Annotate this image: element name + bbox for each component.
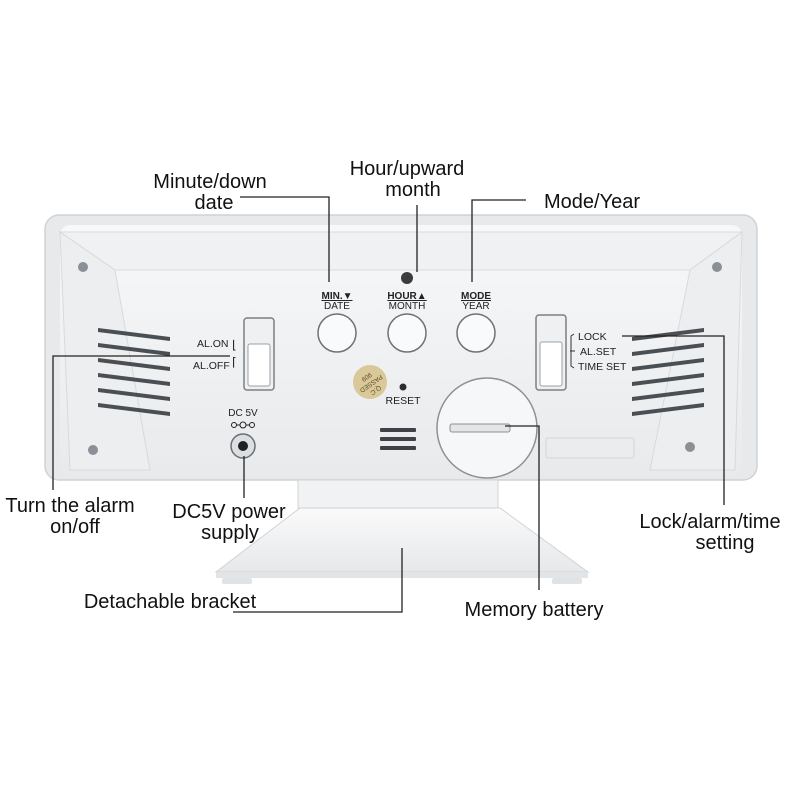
battery-cover[interactable] xyxy=(436,377,538,479)
bracket-glyph: ⌊ xyxy=(232,338,237,352)
alarm-slide-switch[interactable] xyxy=(243,317,275,391)
lock-label: LOCK xyxy=(578,331,607,343)
hour-month-button[interactable] xyxy=(387,313,427,353)
callout-minute-down-date: Minute/down date xyxy=(153,171,266,214)
callout-dc5v-supply: DC5V power supply xyxy=(172,501,286,544)
callout-minute-down-date-line2: date xyxy=(195,192,234,214)
center-vent xyxy=(380,428,416,450)
dc-polarity-icon xyxy=(231,421,255,429)
screw-icon xyxy=(712,262,722,272)
screw-icon xyxy=(401,272,413,284)
reset-button[interactable] xyxy=(399,383,407,391)
callout-mode-year: Mode/Year xyxy=(544,191,640,213)
callout-hour-upward-month-line1: Hour/upward xyxy=(350,158,465,180)
callout-memory-battery: Memory battery xyxy=(465,599,604,621)
bracket-glyph: ⌈ xyxy=(232,355,237,369)
qc-sticker: Q.C PASSED 909 xyxy=(353,365,387,399)
alset-label: AL.SET xyxy=(580,346,617,358)
timeset-label: TIME SET xyxy=(578,361,627,373)
mode-button-label: MODE xyxy=(461,291,491,302)
callout-turn-alarm: Turn the alarm on/off xyxy=(5,495,134,538)
screw-icon xyxy=(685,442,695,452)
reset-label: RESET xyxy=(385,395,421,407)
min-button-label: MIN.▼ xyxy=(321,291,352,302)
date-button-label: DATE xyxy=(324,301,350,312)
screw-icon xyxy=(88,445,98,455)
hour-button-label: HOUR▲ xyxy=(387,291,426,302)
dc-label: DC 5V xyxy=(228,408,258,419)
alarm-on-label: AL.ON xyxy=(197,338,229,350)
callout-lock-alarm-time-line1: Lock/alarm/time xyxy=(639,511,780,533)
callout-hour-upward-month: Hour/upward month xyxy=(350,158,465,201)
callout-lock-alarm-time-line2: setting xyxy=(696,532,755,554)
left-speaker-grille xyxy=(98,328,170,416)
screw-icon xyxy=(78,262,88,272)
mode-year-button[interactable] xyxy=(456,313,496,353)
serial-plate xyxy=(545,437,635,459)
callout-minute-down-date-line1: Minute/down xyxy=(153,171,266,193)
month-button-label: MONTH xyxy=(389,301,426,312)
alarm-off-label: AL.OFF xyxy=(193,360,230,372)
callout-lock-alarm-time: Lock/alarm/time setting xyxy=(639,511,780,554)
year-button-label: YEAR xyxy=(462,301,489,312)
mode-slide-switch[interactable] xyxy=(535,314,567,391)
detachable-bracket xyxy=(214,479,590,584)
callout-dc5v-supply-line2: supply xyxy=(201,522,259,544)
callout-detachable-bracket: Detachable bracket xyxy=(84,591,257,613)
right-speaker-grille xyxy=(632,328,704,416)
callout-turn-alarm-line2: on/off xyxy=(50,516,100,538)
callout-hour-upward-month-line2: month xyxy=(385,179,441,201)
min-date-button[interactable] xyxy=(317,313,357,353)
callout-turn-alarm-line1: Turn the alarm xyxy=(5,495,134,517)
leader-lines xyxy=(52,196,725,613)
callout-dc5v-supply-line1: DC5V power xyxy=(172,501,286,523)
dc-power-jack[interactable] xyxy=(230,433,256,459)
